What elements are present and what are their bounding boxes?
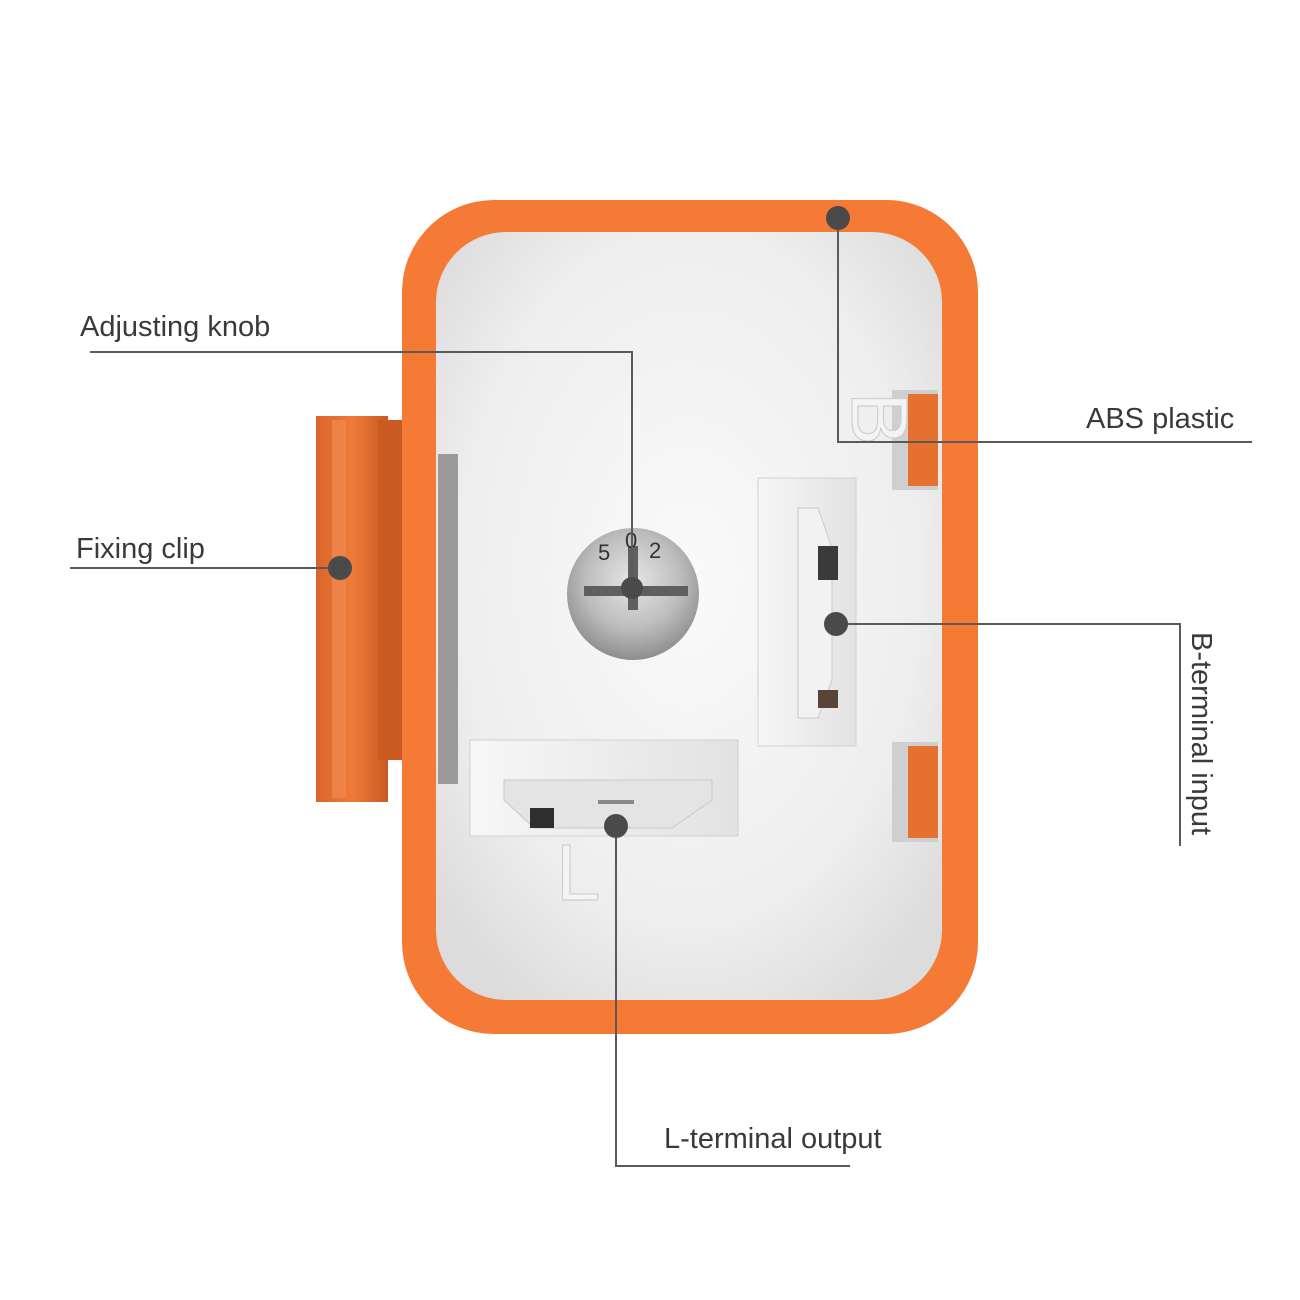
label-fixing-clip: Fixing clip: [76, 533, 205, 565]
dial-mark-right: 2: [649, 538, 661, 563]
callout-b-terminal-input: B-terminal input: [824, 612, 1217, 846]
callout-l-terminal-output: L-terminal output: [604, 814, 882, 1167]
dial-mark-left: 5: [598, 540, 610, 565]
label-b-terminal-input: B-terminal input: [1185, 632, 1217, 835]
terminal-letter-l: L: [556, 828, 601, 917]
callout-adjusting-knob: Adjusting knob: [80, 311, 643, 599]
b-terminal: B: [757, 391, 925, 747]
callout-fixing-clip: Fixing clip: [70, 533, 352, 580]
l-terminal: L: [469, 739, 739, 918]
label-l-terminal-output: L-terminal output: [664, 1123, 882, 1155]
callout-abs-plastic: ABS plastic: [826, 206, 1252, 443]
terminal-letter-b: B: [835, 392, 924, 445]
label-adjusting-knob: Adjusting knob: [80, 311, 270, 343]
fixing-clip: [316, 416, 404, 802]
label-abs-plastic: ABS plastic: [1086, 403, 1234, 435]
